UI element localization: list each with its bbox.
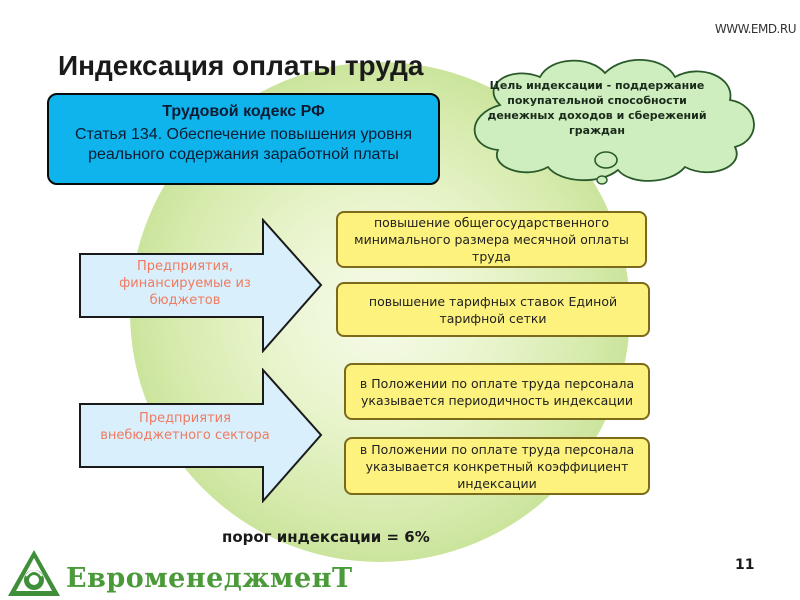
labor-code-heading: Трудовой кодекс РФ [162, 103, 325, 120]
goal-cloud-text: Цель индексации - поддержание покупатель… [487, 79, 707, 137]
box-indexation-periodicity: в Положении по оплате труда персонала ук… [344, 363, 650, 420]
page-title: Индексация оплаты труда [58, 50, 424, 81]
arrow-budget-shape [79, 218, 323, 353]
brand-name: ЕвроменеджменТ [66, 563, 353, 594]
box-tariff-rates: повышение тарифных ставок Единой тарифно… [336, 282, 650, 337]
cloud-bubble-icon [594, 151, 618, 185]
labor-code-box: Трудовой кодекс РФ Статья 134. Обеспечен… [47, 93, 440, 185]
box-minimum-wage: повышение общегосударственного минимальн… [336, 211, 647, 268]
goal-cloud-icon [473, 59, 755, 182]
euromanagement-logo-icon [8, 550, 60, 596]
arrow-extrabudget-label: Предприятия внебюджетного сектора [100, 411, 270, 443]
page-number: 11 [735, 557, 755, 573]
indexation-threshold: порог индексации = 6% [222, 528, 430, 546]
arrow-budget-label: Предприятия, финансируемые из бюджетов [119, 259, 251, 308]
labor-code-body: Статья 134. Обеспечение повышения уровня… [74, 126, 413, 163]
arrow-extrabudget-shape [79, 368, 323, 503]
site-url: WWW.EMD.RU [714, 22, 797, 36]
box-indexation-coefficient: в Положении по оплате труда персонала ук… [344, 437, 650, 495]
